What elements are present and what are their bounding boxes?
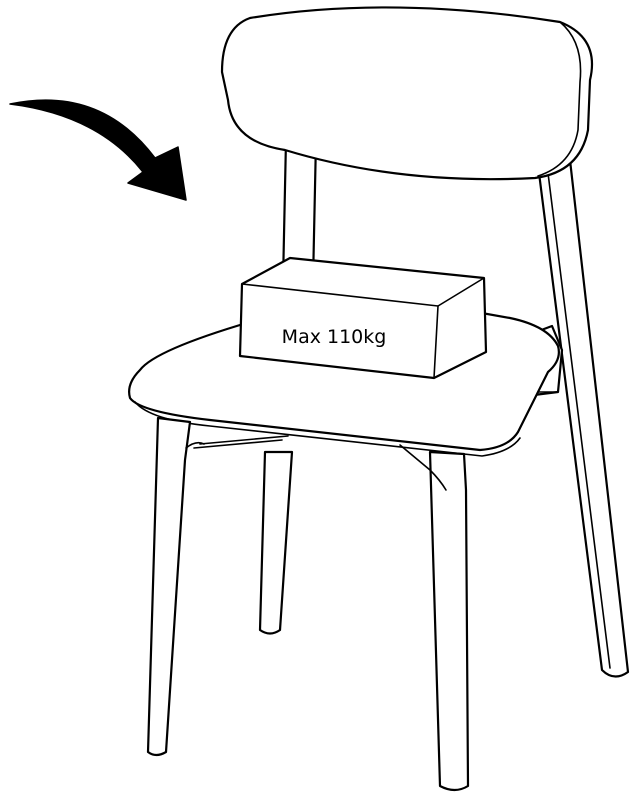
- load-box: Max 110kg: [238, 256, 488, 380]
- front-right-leg: [428, 450, 470, 792]
- back-left-leg-lower: [258, 450, 294, 635]
- box-weight-label: Max 110kg: [282, 326, 387, 348]
- front-left-leg: [146, 416, 205, 757]
- curved-arrow-icon: [9, 99, 187, 201]
- chair-backrest: [220, 6, 594, 181]
- back-right-leg: [536, 158, 630, 678]
